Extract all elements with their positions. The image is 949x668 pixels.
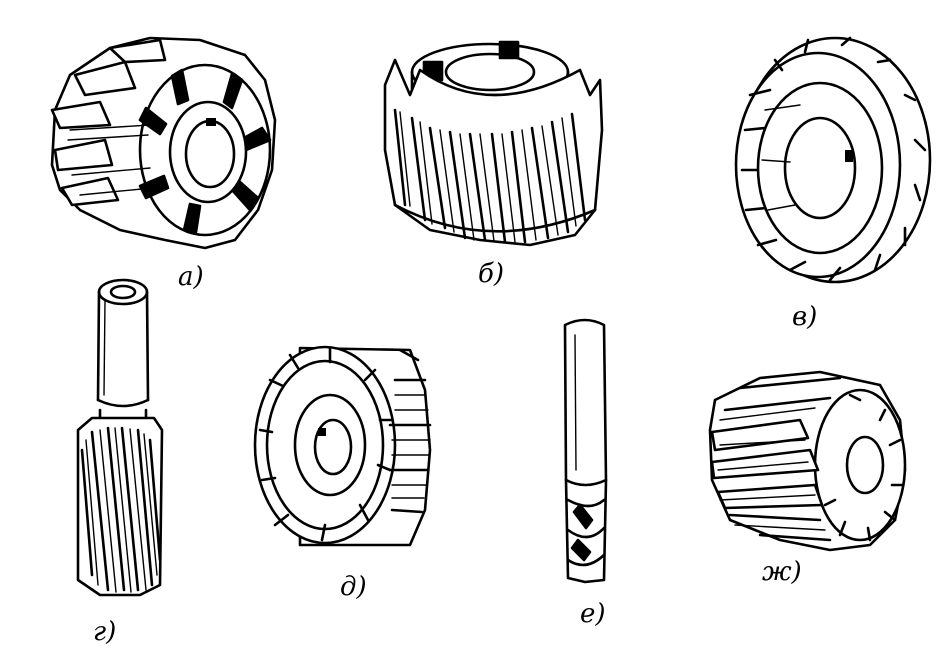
cutter-b-drawing xyxy=(383,40,604,247)
label-zh: ж) xyxy=(762,557,802,587)
cutter-a-drawing xyxy=(50,36,277,250)
label-v: в) xyxy=(792,302,817,332)
label-b: б) xyxy=(478,259,504,289)
label-e: е) xyxy=(580,599,606,629)
cutter-v-drawing xyxy=(734,36,932,284)
label-a: а) xyxy=(178,262,204,292)
label-d: д) xyxy=(340,572,367,602)
label-g: г) xyxy=(93,617,116,647)
cutter-zh-drawing xyxy=(708,370,907,552)
cutter-d-drawing xyxy=(253,345,432,547)
cutter-g-drawing xyxy=(76,278,164,597)
cutter-e-drawing xyxy=(563,318,608,584)
